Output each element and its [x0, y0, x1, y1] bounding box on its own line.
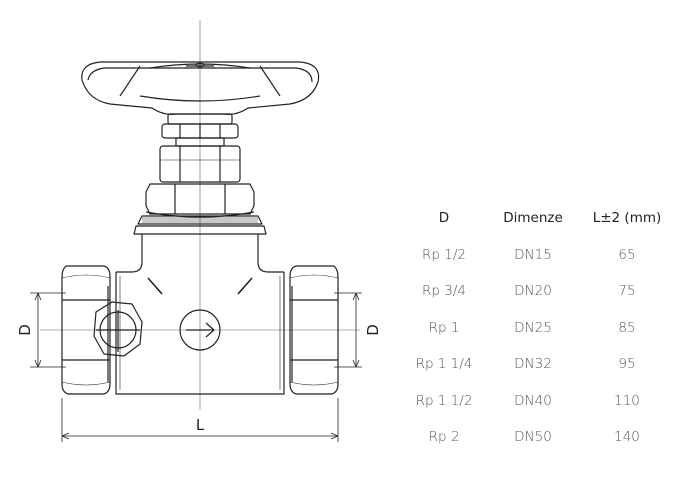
right-port-hex: [289, 265, 339, 395]
cell-length: 75: [618, 283, 636, 300]
valve-body: [107, 272, 293, 395]
cell-d: Rp 1 1/4: [415, 356, 473, 373]
table-row: Rp 1 DN25 85: [400, 310, 676, 347]
header-length: L±2 (mm): [592, 210, 662, 227]
cell-d: Rp 2: [428, 429, 460, 446]
cell-d: Rp 3/4: [422, 283, 466, 300]
dimension-lines: [30, 292, 362, 442]
cell-dn: DN40: [514, 392, 552, 409]
cell-d: Rp 1: [428, 319, 460, 336]
cell-dn: DN25: [514, 319, 552, 336]
cell-length: 85: [618, 319, 636, 336]
cell-length: 65: [618, 246, 636, 263]
cell-dn: DN20: [514, 283, 552, 300]
dimensions-table: D Dimenze L±2 (mm) Rp 1/2 DN15 65 Rp 3/4…: [400, 200, 676, 456]
table-row: Rp 1 1/2 DN40 110: [400, 383, 676, 420]
table-row: Rp 1 1/4 DN32 95: [400, 346, 676, 383]
bonnet-hex: [137, 183, 263, 225]
cell-d: Rp 1 1/2: [415, 392, 473, 409]
header-d: D: [438, 210, 450, 227]
stem-nut: [161, 113, 239, 147]
cell-length: 95: [618, 356, 636, 373]
drain-plug: [93, 301, 143, 357]
body-neck: [116, 225, 284, 273]
bonnet-neck: [159, 145, 241, 183]
left-port-hex: [61, 265, 111, 395]
table-row: Rp 3/4 DN20 75: [400, 273, 676, 310]
table-header: D Dimenze L±2 (mm): [400, 200, 676, 237]
table-row: Rp 2 DN50 140: [400, 419, 676, 456]
length-label: L: [196, 416, 205, 434]
cell-dn: DN15: [514, 246, 552, 263]
cell-dn: DN50: [514, 429, 552, 446]
left-diameter-label: D: [16, 324, 34, 336]
table-row: Rp 1/2 DN15 65: [400, 237, 676, 274]
cell-dn: DN32: [514, 356, 552, 373]
cell-d: Rp 1/2: [422, 246, 466, 263]
header-dimenze: Dimenze: [503, 210, 563, 227]
handwheel: [81, 61, 320, 115]
cell-length: 110: [614, 392, 640, 409]
cell-length: 140: [614, 429, 640, 446]
right-diameter-label: D: [364, 324, 382, 336]
